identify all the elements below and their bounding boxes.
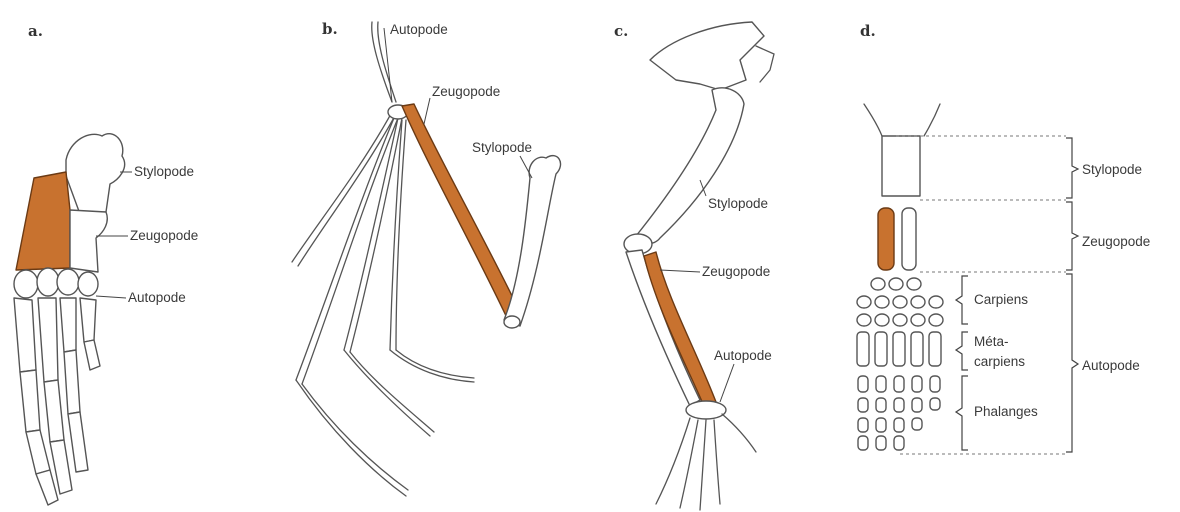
panel-d-metacarpiens-label-line1: Méta- [974, 334, 1009, 349]
panel-d-stylopode-label: Stylopode [1082, 162, 1142, 177]
panel-b-zeugopode-highlight [402, 104, 520, 320]
panel-c-zeugopode-leader [660, 270, 700, 272]
panel-a-fin-drawing [14, 134, 125, 505]
panel-d-zeugopode-label: Zeugopode [1082, 234, 1150, 249]
panel-b-zeugopode-label: Zeugopode [432, 84, 500, 99]
panel-d-schema-drawing [857, 104, 943, 450]
panel-d-carpiens-label: Carpiens [974, 292, 1028, 307]
panel-c-stylopode-label: Stylopode [708, 196, 768, 211]
panel-c: c. Stylopode Zeugopode Autopode [614, 22, 774, 510]
panel-b-autopode-label: Autopode [390, 22, 448, 37]
panel-c-autopode-label: Autopode [714, 348, 772, 363]
panel-d-phalanges-label: Phalanges [974, 404, 1038, 419]
panel-d-stylopode-brace [1066, 138, 1078, 198]
panel-d-phalanges-brace [956, 376, 968, 450]
panel-b-stylopode-label: Stylopode [472, 140, 532, 155]
panel-d-zeugopode-brace [1066, 202, 1078, 270]
panel-b-wing-drawing [292, 22, 561, 496]
panel-a-zeugopode-highlight [16, 172, 70, 270]
panel-d-autopode-brace [1066, 274, 1078, 452]
panel-b-zeugopode-leader [424, 98, 430, 124]
panel-b: b. Aut [292, 20, 561, 496]
panel-c-letter: c. [614, 22, 628, 40]
panel-d-metacarpiens-brace [956, 332, 968, 370]
panel-d-metacarpiens-label-line2: carpiens [974, 354, 1025, 369]
panel-a: a. Stylopode Zeugo [14, 22, 198, 505]
panel-d-carpiens-brace [956, 276, 968, 324]
panel-d-autopode-label: Autopode [1082, 358, 1140, 373]
panel-a-zeugopode-label: Zeugopode [130, 228, 198, 243]
panel-a-stylopode-label: Stylopode [134, 164, 194, 179]
panel-b-letter: b. [322, 20, 338, 38]
panel-c-zeugopode-label: Zeugopode [702, 264, 770, 279]
panel-a-letter: a. [28, 22, 43, 40]
panel-a-autopode-leader [96, 296, 126, 298]
panel-d-zeugopode-highlight [878, 208, 894, 270]
panel-c-autopode-leader [720, 364, 734, 402]
panel-d-letter: d. [860, 22, 876, 40]
panel-a-autopode-label: Autopode [128, 290, 186, 305]
panel-d: d. [857, 22, 1150, 454]
